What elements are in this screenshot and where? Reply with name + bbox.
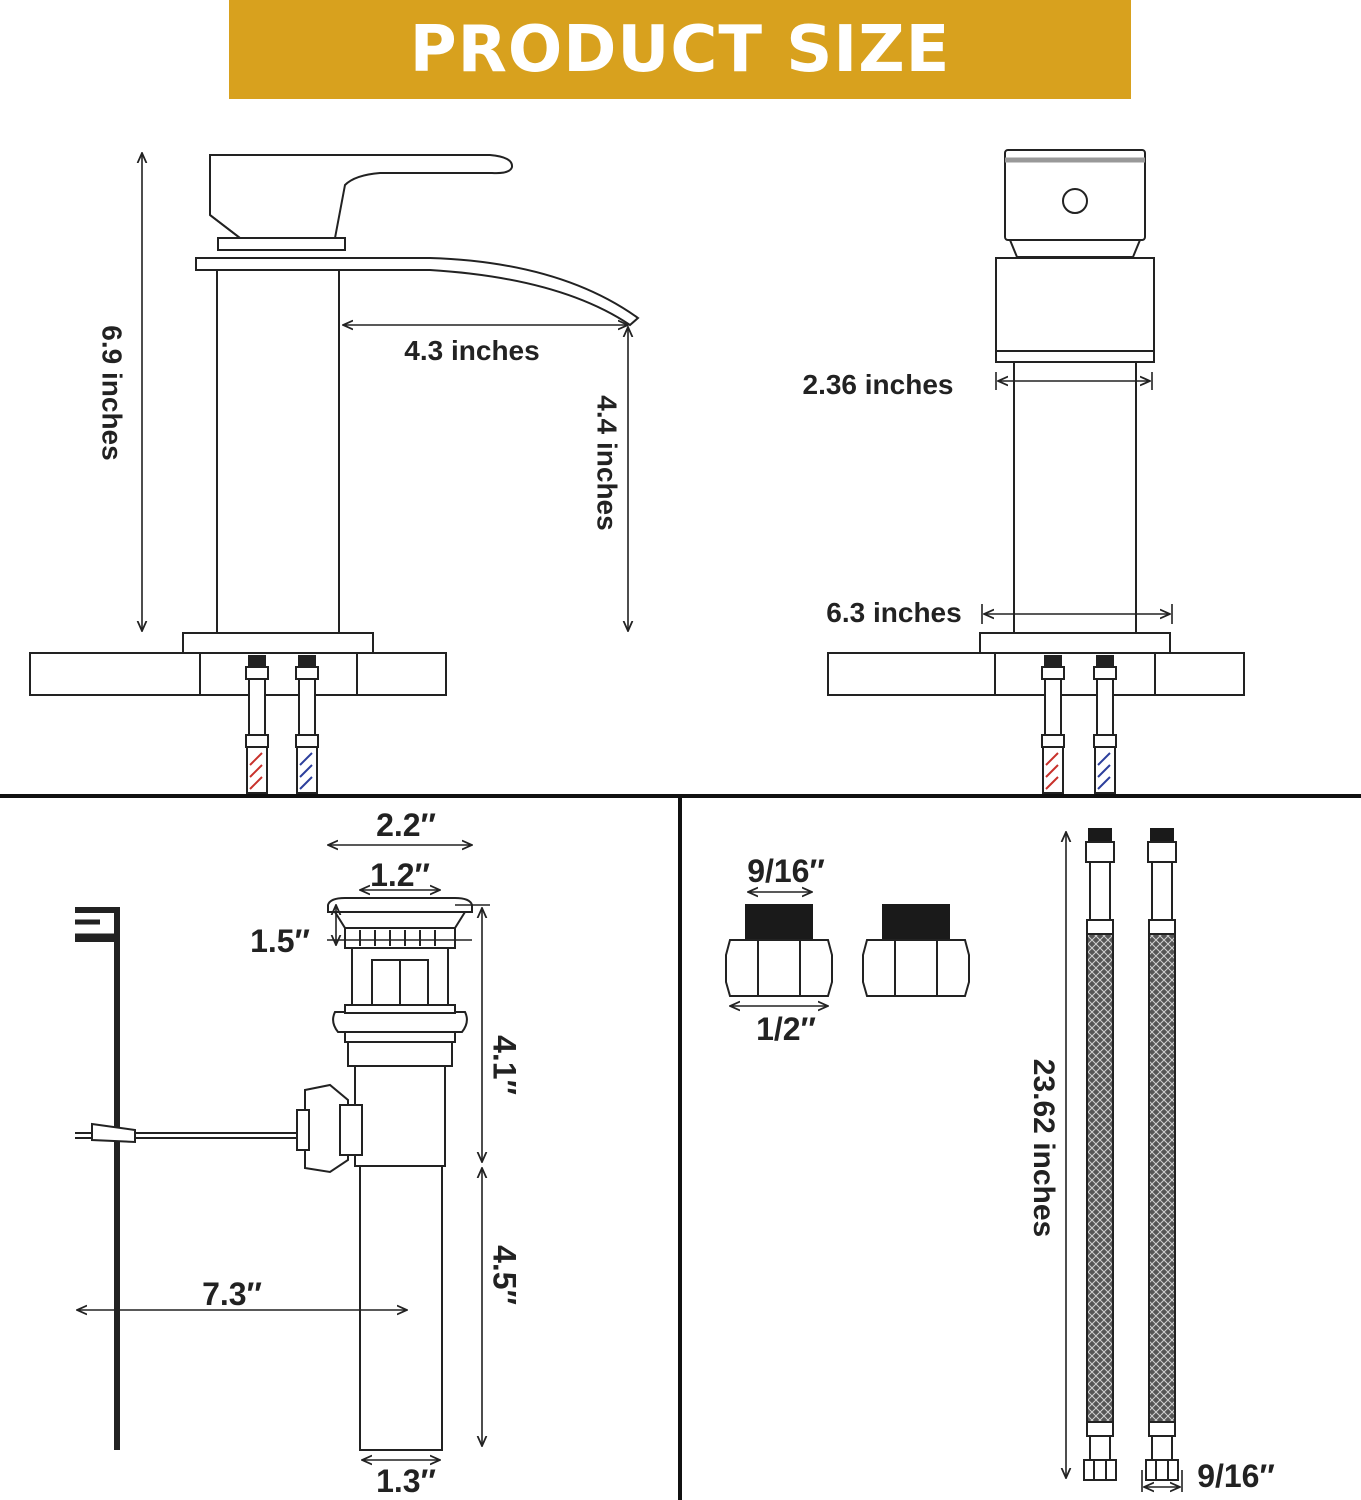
faucet-cartridge bbox=[217, 237, 346, 251]
faucet-side-view: 6.9 inches 4.3 inches 4.4 inches bbox=[29, 153, 640, 794]
faucet-lever-handle bbox=[209, 154, 514, 239]
faucet-deck-plate bbox=[182, 632, 374, 654]
upper-length-label: 4.1″ bbox=[487, 1035, 523, 1095]
rod-length-label: 7.3″ bbox=[202, 1276, 262, 1312]
sink-deck-front bbox=[827, 652, 1245, 696]
drain-nut bbox=[332, 1011, 468, 1033]
faucet-front-view: 2.36 inches 6.3 inches bbox=[803, 149, 1245, 794]
product-size-banner: PRODUCT SIZE bbox=[229, 0, 1131, 99]
faucet-deck-plate-front bbox=[979, 632, 1171, 654]
body-width-label: 2.36 inches bbox=[803, 369, 954, 400]
hose-length-label: 23.62 inches bbox=[1027, 1059, 1060, 1237]
drain-flange bbox=[327, 897, 473, 913]
sink-deck bbox=[29, 652, 447, 696]
faucet-supply-lines bbox=[245, 655, 319, 794]
base-width-label: 6.3 inches bbox=[826, 597, 961, 628]
faucet-body-front bbox=[1013, 361, 1137, 634]
hose-1-braid bbox=[1086, 933, 1114, 1423]
faucet-height-label: 6.9 inches bbox=[97, 325, 128, 460]
clevis-strap bbox=[75, 907, 120, 1450]
adapter-1-hex bbox=[725, 939, 833, 997]
pivot-nut bbox=[304, 1083, 349, 1174]
lower-length-label: 4.5″ bbox=[487, 1245, 523, 1305]
flange-height-label: 1.5″ bbox=[250, 923, 310, 959]
faucet-body bbox=[216, 269, 340, 634]
adapter-2-thread bbox=[882, 904, 950, 940]
spout-reach-label: 4.3 inches bbox=[404, 335, 539, 366]
handle-indicator-icon bbox=[1062, 188, 1088, 214]
drain-tailpiece bbox=[359, 1165, 443, 1451]
front-supply-lines bbox=[1041, 655, 1117, 794]
spout-height-label: 4.4 inches bbox=[592, 395, 623, 530]
hose-2-braid bbox=[1148, 933, 1176, 1423]
adapter-top-size-label: 9/16″ bbox=[747, 853, 825, 889]
tail-width-label: 1.3″ bbox=[376, 1463, 436, 1499]
hose-end-size-label: 9/16″ bbox=[1197, 1458, 1275, 1494]
faucet-head-front bbox=[995, 257, 1155, 352]
adapter-fittings: 9/16″ 1/2″ bbox=[725, 853, 970, 1047]
drain-top-width-label: 2.2″ bbox=[376, 807, 436, 843]
drain-inner-width-label: 1.2″ bbox=[370, 857, 430, 893]
faucet-spout bbox=[195, 257, 640, 327]
popup-drain: 2.2″ 1.2″ 1.5″ 4.1″ 4.5″ 7.3″ 1.3″ bbox=[75, 807, 523, 1499]
adapter-1-thread bbox=[745, 904, 813, 940]
adapter-2-hex bbox=[862, 939, 970, 997]
braided-supply-hoses: 23.62 inches 9/16″ bbox=[1027, 828, 1275, 1494]
banner-title: PRODUCT SIZE bbox=[409, 12, 951, 87]
adapter-bottom-size-label: 1/2″ bbox=[756, 1011, 816, 1047]
